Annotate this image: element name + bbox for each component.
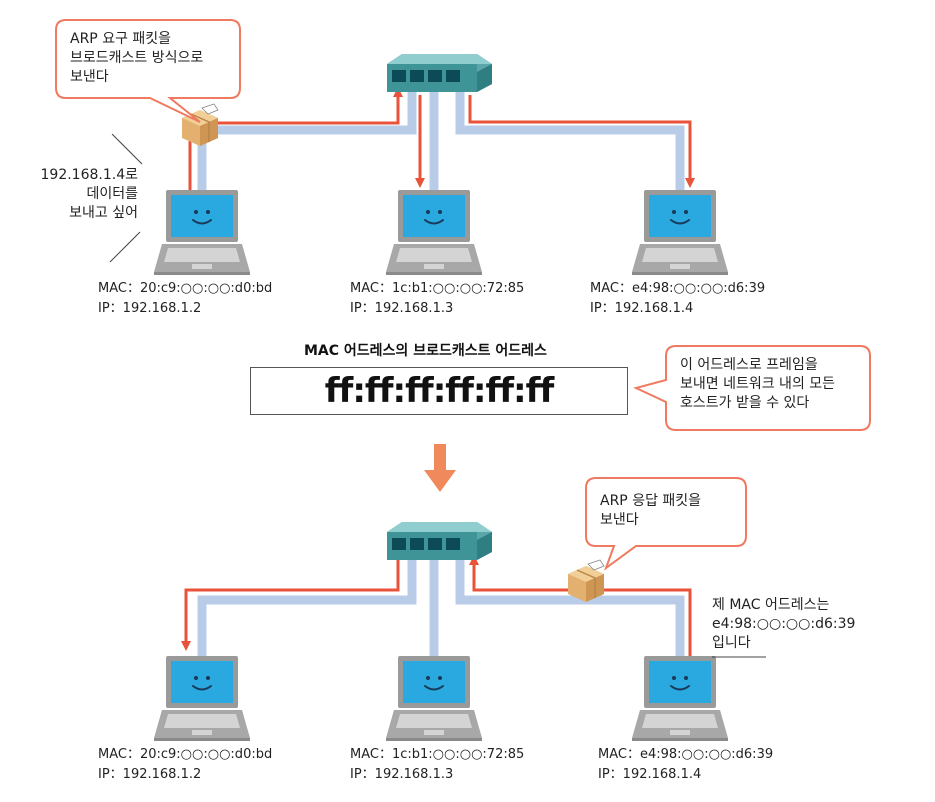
sender-note-lines <box>109 133 143 263</box>
reply-note-text: 제 MAC 어드레스는 e4:98:○○:○○:d6:39 입니다 <box>712 597 856 651</box>
bottom-laptop-3-icon <box>631 655 729 742</box>
middle-callout-text: 이 어드레스로 프레임을 보내면 네트워크 내의 모든 호스트가 받을 수 있다 <box>680 357 836 411</box>
bottom-host-2-ip: IP：192.168.1.3 <box>350 767 454 782</box>
top-laptop-3-icon <box>631 189 729 276</box>
top-request-packet-icon <box>181 103 219 147</box>
middle-callout-bubble <box>633 345 871 431</box>
big-down-arrow-icon <box>424 444 456 492</box>
top-laptop-1-icon <box>153 189 251 276</box>
broadcast-address-box: ff:ff:ff:ff:ff:ff <box>250 367 628 415</box>
bottom-callout-bubble <box>585 477 747 571</box>
top-host-3-ip: IP：192.168.1.4 <box>590 301 694 316</box>
top-request-arrows <box>188 87 695 200</box>
bottom-reply-packet-icon <box>567 559 605 603</box>
bottom-host-3-ip: IP：192.168.1.4 <box>598 767 702 782</box>
top-host-2-mac: MAC：1c:b1:○○:○○:72:85 <box>350 281 525 296</box>
bottom-host-2-mac: MAC：1c:b1:○○:○○:72:85 <box>350 747 525 762</box>
sender-note-text: 192.168.1.4로 데이터를 보내고 싶어 <box>40 167 139 221</box>
top-callout-bubble <box>55 19 241 123</box>
broadcast-title: MAC 어드레스의 브로드캐스트 어드레스 <box>304 343 547 359</box>
bottom-switch-icon <box>387 522 492 560</box>
top-laptop-2-icon <box>385 189 483 276</box>
bottom-laptop-2-icon <box>385 655 483 742</box>
bottom-host-1-ip: IP：192.168.1.2 <box>98 767 202 782</box>
top-host-2-ip: IP：192.168.1.3 <box>350 301 454 316</box>
bottom-laptop-1-icon <box>153 655 251 742</box>
top-callout-text: ARP 요구 패킷을 브로드캐스트 방식으로 보낸다 <box>70 31 204 85</box>
top-switch-icon <box>387 54 492 92</box>
bottom-callout-text: ARP 응답 패킷을 보낸다 <box>600 493 702 528</box>
broadcast-address: ff:ff:ff:ff:ff:ff <box>324 371 554 411</box>
top-host-3-mac: MAC：e4:98:○○:○○:d6:39 <box>590 281 766 296</box>
top-cables <box>197 87 685 195</box>
bottom-host-1-mac: MAC：20:c9:○○:○○:d0:bd <box>98 747 273 762</box>
bottom-host-3-mac: MAC：e4:98:○○:○○:d6:39 <box>598 747 774 762</box>
top-host-1-ip: IP：192.168.1.2 <box>98 301 202 316</box>
bottom-cables <box>197 557 685 661</box>
top-host-1-mac: MAC：20:c9:○○:○○:d0:bd <box>98 281 273 296</box>
